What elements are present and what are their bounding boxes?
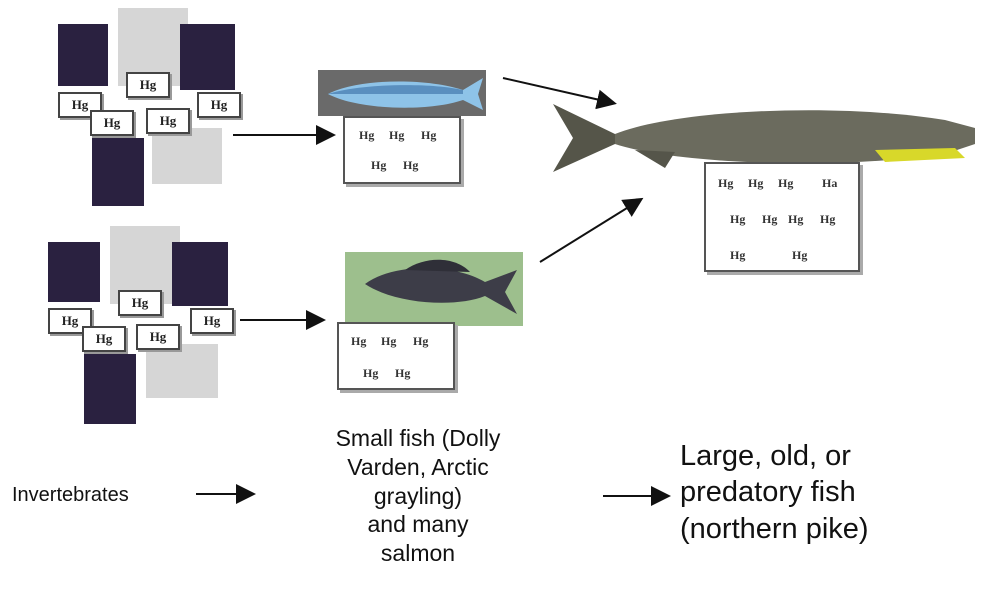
hg-cell: Hg [762,212,777,227]
hg-cell: Hg [359,128,374,143]
hg-cell: Hg [730,248,745,263]
hg-cell: Hg [413,334,428,349]
hg-cell: Hg [421,128,436,143]
arrow-grayling-to-pike [540,200,640,262]
hg-box-grayling: Hg Hg Hg Hg Hg [337,322,455,390]
salmon-fish-icon [318,70,486,116]
hg-box-pike: Hg Hg Hg Ha Hg Hg Hg Hg Hg Hg [704,162,860,272]
label-line: and many [318,510,518,539]
label-small-fish: Small fish (Dolly Varden, Arctic graylin… [318,424,518,568]
hg-cell: Hg [389,128,404,143]
hg-label: Hg [190,308,234,334]
hg-label: Hg [90,110,134,136]
label-line: (northern pike) [680,511,920,547]
hg-label: Hg [126,72,170,98]
hg-cell: Hg [371,158,386,173]
hg-cell: Hg [395,366,410,381]
plankton-photo [172,242,228,306]
hg-label: Hg [146,108,190,134]
hg-cell: Hg [820,212,835,227]
hg-label: Hg [136,324,180,350]
label-invertebrates: Invertebrates [12,483,129,508]
hg-cell: Hg [718,176,733,191]
label-line: salmon [318,539,518,568]
label-line: predatory fish [680,474,920,510]
plankton-photo [48,242,100,302]
insect-photo [152,128,222,184]
hg-label: Hg [118,290,162,316]
hg-label: Hg [82,326,126,352]
plankton-photo [84,354,136,424]
hg-cell: Hg [788,212,803,227]
hg-label: Hg [197,92,241,118]
hg-cell: Hg [730,212,745,227]
plankton-photo [180,24,235,90]
hg-cell: Hg [351,334,366,349]
label-line: Large, old, or [680,438,920,474]
label-line: Small fish (Dolly [318,424,518,453]
hg-cell: Hg [748,176,763,191]
hg-cell: Hg [363,366,378,381]
hg-cell: Hg [403,158,418,173]
insect-photo [146,344,218,398]
grayling-photo [345,252,523,326]
hg-cell: Hg [792,248,807,263]
label-line: Varden, Arctic [318,453,518,482]
grayling-fish-icon [345,252,523,326]
hg-cell: Hg [381,334,396,349]
salmon-photo [318,70,486,116]
hg-cell: Hg [778,176,793,191]
plankton-photo [58,24,108,86]
label-line: grayling) [318,482,518,511]
plankton-photo [92,138,144,206]
hg-cell: Ha [822,176,837,191]
label-large-fish: Large, old, or predatory fish (northern … [680,438,920,547]
hg-box-salmon: Hg Hg Hg Hg Hg [343,116,461,184]
